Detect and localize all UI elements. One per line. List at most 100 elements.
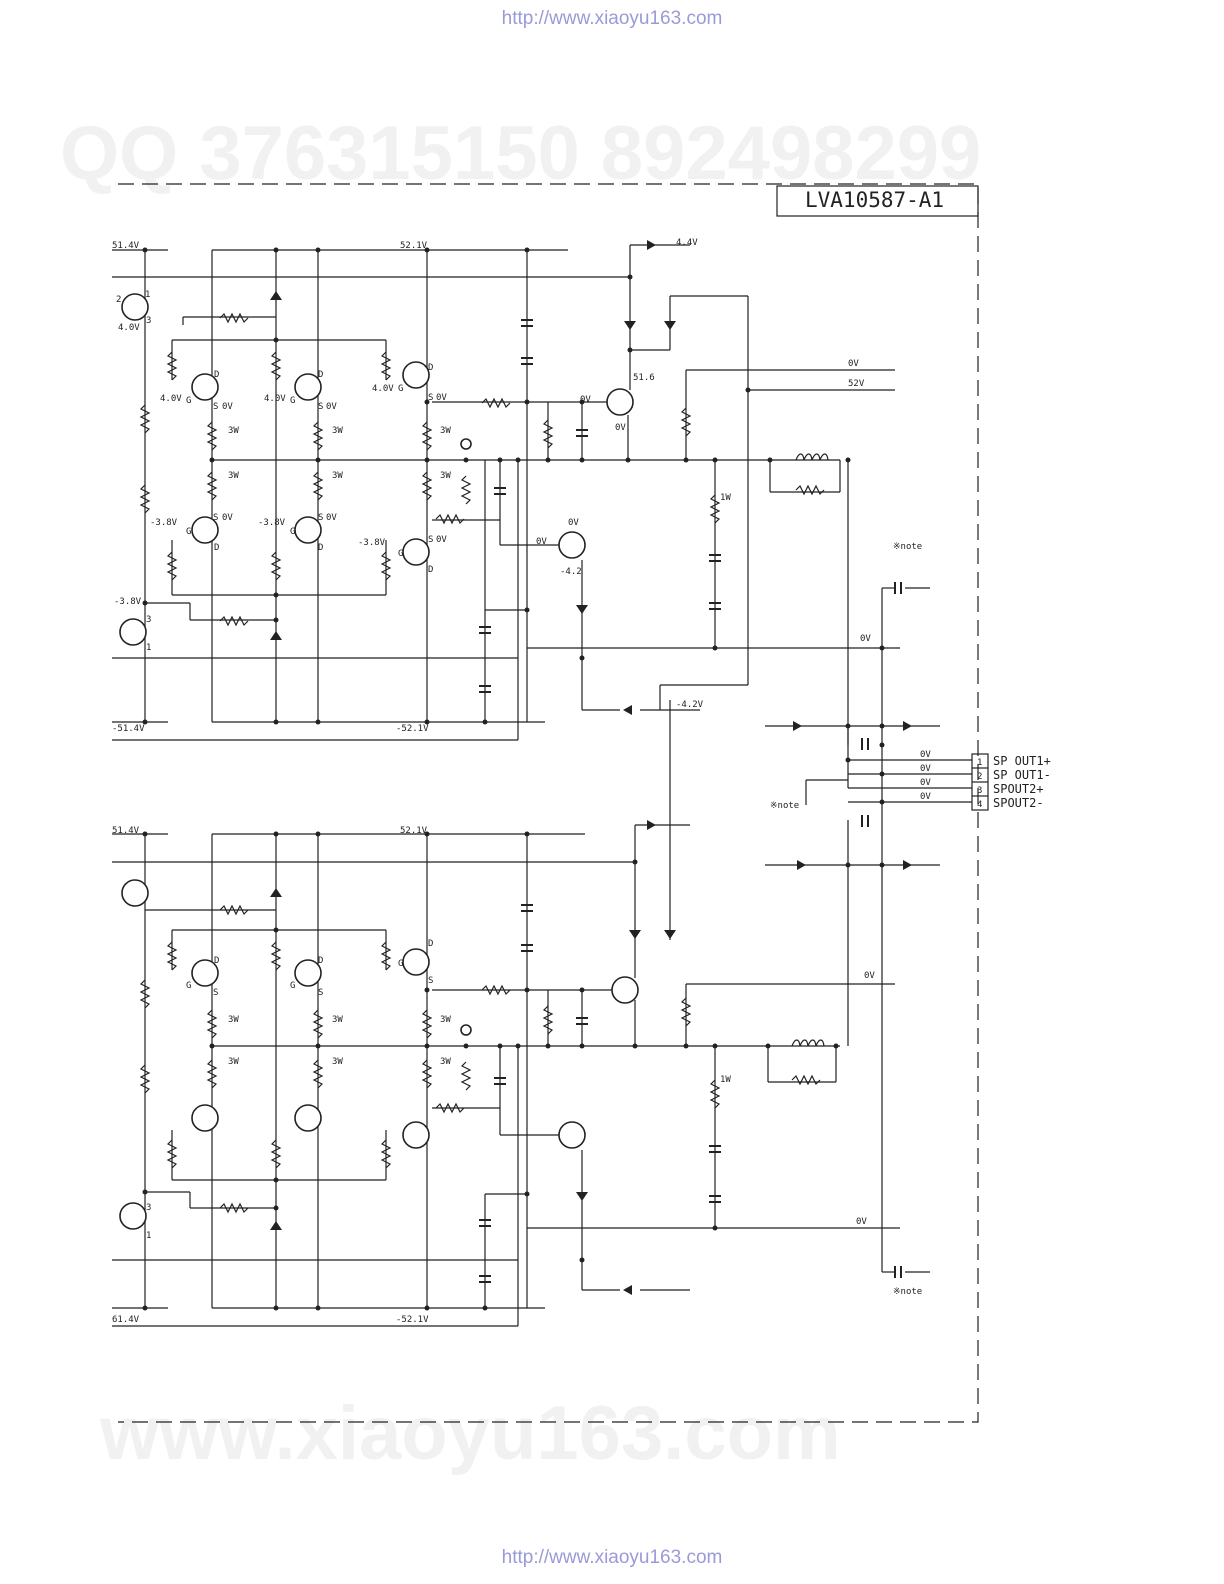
- label-q2-4-0v: 4.0V: [160, 394, 182, 404]
- mosfet-q16: [294, 1104, 322, 1132]
- label-note-1: ※note: [893, 542, 922, 552]
- pin-q5-s: S: [213, 513, 218, 523]
- board-id: LVA10587-A1: [805, 188, 944, 212]
- label-note-2: ※note: [770, 801, 799, 811]
- label-out4-0v: 0V: [920, 792, 931, 802]
- capacitor-c17: [709, 1195, 721, 1203]
- connector-pin-2: 2: [977, 772, 982, 782]
- diode-d11: [903, 860, 912, 870]
- diode-d16: [647, 820, 656, 830]
- pin-q8-3: 3: [146, 615, 151, 625]
- diode-d6: [576, 605, 588, 614]
- diode-d7: [623, 705, 632, 715]
- output-sp-out1-plus: SP OUT1+: [993, 754, 1051, 768]
- capacitor-c10: [861, 738, 869, 750]
- resistor-r38: [542, 1005, 554, 1035]
- board-outline: [118, 183, 979, 1423]
- capacitor-c20: [894, 1266, 902, 1278]
- pin-q6-d: D: [318, 543, 323, 553]
- resistor-r23: [380, 551, 392, 581]
- resistor-r39: [680, 997, 692, 1027]
- capacitor-c5: [709, 554, 721, 562]
- diode-d17: [576, 1192, 588, 1201]
- label-q6-s0v: 0V: [326, 513, 337, 523]
- transistor-q19: [611, 976, 639, 1004]
- footer-url[interactable]: http://www.xiaoyu163.com: [501, 1547, 723, 1568]
- resistor-r5: [795, 484, 825, 496]
- test-point-bottom: [460, 1024, 472, 1036]
- resistor-r27: [435, 1102, 465, 1114]
- capacitor-c18: [479, 1219, 491, 1227]
- label-note-3: ※note: [893, 1287, 922, 1297]
- label-top-out-0v: 0V: [860, 634, 871, 644]
- label-bot-neg-rail: -52.1V: [396, 1315, 429, 1325]
- resistor-r3: [481, 397, 511, 409]
- transistor-q11: [121, 879, 149, 907]
- resistor-r42: [270, 941, 282, 971]
- resistor-r44: [166, 1139, 178, 1169]
- capacitor-c2: [521, 357, 533, 365]
- label-bot-51-4v: 51.4V: [112, 826, 140, 836]
- label-q4-4-0v: 4.0V: [372, 384, 394, 394]
- pin-q18-1: 1: [146, 1231, 151, 1241]
- capacitor-c16: [709, 1145, 721, 1153]
- capacitor-c1: [521, 319, 533, 327]
- resistor-r20: [380, 351, 392, 381]
- rating-r40-1w: 1W: [720, 1075, 731, 1085]
- resistor-r1: [219, 312, 249, 324]
- pin-q6-s: S: [318, 513, 323, 523]
- pin-q3-g: G: [290, 396, 295, 406]
- label-q7-s0v: 0V: [436, 535, 447, 545]
- resistor-r16: [680, 407, 692, 437]
- diode-d10: [797, 860, 806, 870]
- header-url[interactable]: http://www.xiaoyu163.com: [501, 8, 723, 29]
- resistor-r26: [481, 984, 511, 996]
- diode-d14: [629, 930, 641, 939]
- label-out3-0v: 0V: [920, 778, 931, 788]
- resistor-r35: [312, 1059, 324, 1089]
- connector-pin-4: 4: [977, 800, 982, 810]
- label-out1-0v: 0V: [920, 750, 931, 760]
- label-top-rail-0v: 0V: [848, 359, 859, 369]
- resistor-r34: [206, 1059, 218, 1089]
- mosfet-q3: [294, 373, 322, 401]
- resistor-r15: [542, 419, 554, 449]
- pin-q12-s: S: [213, 988, 218, 998]
- transistor-q10: [558, 531, 586, 559]
- rating-r31-3w: 3W: [228, 1015, 239, 1025]
- pin-q1-3: 3: [146, 316, 151, 326]
- capacitor-c7: [479, 626, 491, 634]
- mosfet-q12: [191, 959, 219, 987]
- label-top-4-4v: 4.4V: [676, 238, 698, 248]
- resistor-r21: [166, 551, 178, 581]
- pin-q13-g: G: [290, 981, 295, 991]
- resistor-r6: [139, 404, 151, 434]
- rating-r10-3w: 3W: [440, 426, 451, 436]
- pin-q4-d: D: [428, 363, 433, 373]
- diode-d5: [647, 240, 656, 250]
- resistor-r33: [421, 1009, 433, 1039]
- resistor-r37: [460, 1061, 472, 1091]
- label-top-rail-52v: 52V: [848, 379, 865, 389]
- pin-q12-g: G: [186, 981, 191, 991]
- resistor-r17: [709, 494, 721, 524]
- mosfet-q2: [191, 373, 219, 401]
- diode-d3: [624, 321, 636, 330]
- resistor-r22: [270, 551, 282, 581]
- board-id-box: [776, 185, 979, 217]
- label-q6-neg3-8v: -3.8V: [258, 518, 286, 528]
- pin-q2-d: D: [214, 370, 219, 380]
- rating-r9-3w: 3W: [332, 426, 343, 436]
- capacitor-c12: [521, 904, 533, 912]
- capacitor-c11: [861, 815, 869, 827]
- capacitor-c8: [479, 685, 491, 693]
- inductor-l2: [791, 1039, 825, 1047]
- resistor-r12: [312, 471, 324, 501]
- rating-r12-3w: 3W: [332, 471, 343, 481]
- mosfet-q6: [294, 516, 322, 544]
- label-q9-51-6: 51.6: [633, 373, 655, 383]
- label-q10-0v: 0V: [568, 518, 579, 528]
- diode-d2: [270, 631, 282, 640]
- rating-r34-3w: 3W: [228, 1057, 239, 1067]
